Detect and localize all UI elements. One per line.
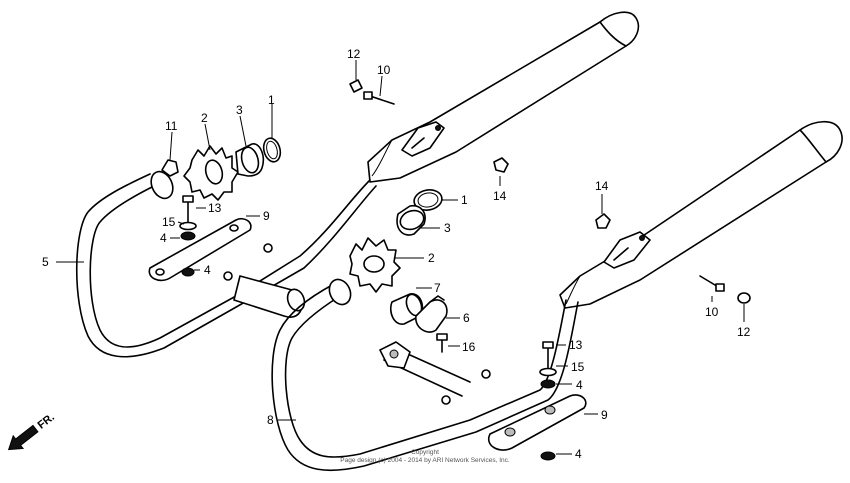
part-label-14-upper: 14	[493, 189, 507, 203]
part-labels: 1 2 3 11 13 15 4 4 9 5 12 10 14 1 3 2 7 …	[42, 47, 751, 461]
copyright-line-1: Copyright	[411, 449, 439, 456]
lower-exhaust-pipe	[271, 278, 579, 472]
leader-lines	[56, 60, 745, 455]
part-label-9-lower: 9	[601, 408, 608, 422]
part-label-4-lower-b: 4	[575, 447, 582, 461]
upper-muffler	[367, 11, 640, 183]
part-label-3-upper: 3	[236, 103, 243, 117]
part-label-10-upper: 10	[377, 63, 391, 77]
part-label-2-middle: 2	[428, 251, 435, 265]
part-label-13-lower: 13	[569, 338, 583, 352]
part-label-10-right: 10	[705, 305, 719, 319]
part-label-15-upper: 15	[162, 215, 176, 229]
part-label-5: 5	[42, 255, 49, 269]
part-label-12-right: 12	[737, 325, 751, 339]
upper-exhaust-pipe	[75, 170, 377, 358]
part-label-9-upper: 9	[263, 209, 270, 223]
copyright-line-2: Page design (c) 2004 - 2014 by ARI Netwo…	[340, 457, 510, 464]
part-label-16: 16	[462, 340, 476, 354]
front-direction-marker: FR.	[7, 411, 57, 451]
part-label-4-upper-a: 4	[160, 231, 167, 245]
part-label-15-lower: 15	[571, 360, 585, 374]
part-label-12-upper: 12	[347, 47, 361, 61]
lower-muffler	[559, 120, 843, 309]
front-label: FR.	[36, 411, 57, 431]
front-arrow-icon	[7, 424, 39, 451]
part-label-13-upper: 13	[208, 201, 222, 215]
part-label-2-upper: 2	[201, 111, 208, 125]
part-label-4-lower-a: 4	[576, 378, 583, 392]
part-label-4-upper-b: 4	[204, 263, 211, 277]
part-label-14-right: 14	[595, 179, 609, 193]
middle-joint-parts	[349, 79, 751, 353]
part-label-3-middle: 3	[444, 221, 451, 235]
upper-joint-parts	[148, 137, 282, 282]
part-label-1-middle: 1	[461, 193, 468, 207]
lower-stay-parts	[487, 341, 587, 461]
part-label-8: 8	[267, 413, 274, 427]
part-label-1-upper: 1	[268, 93, 275, 107]
part-label-6: 6	[463, 311, 470, 325]
part-label-7: 7	[434, 281, 441, 295]
part-label-11: 11	[165, 119, 178, 133]
